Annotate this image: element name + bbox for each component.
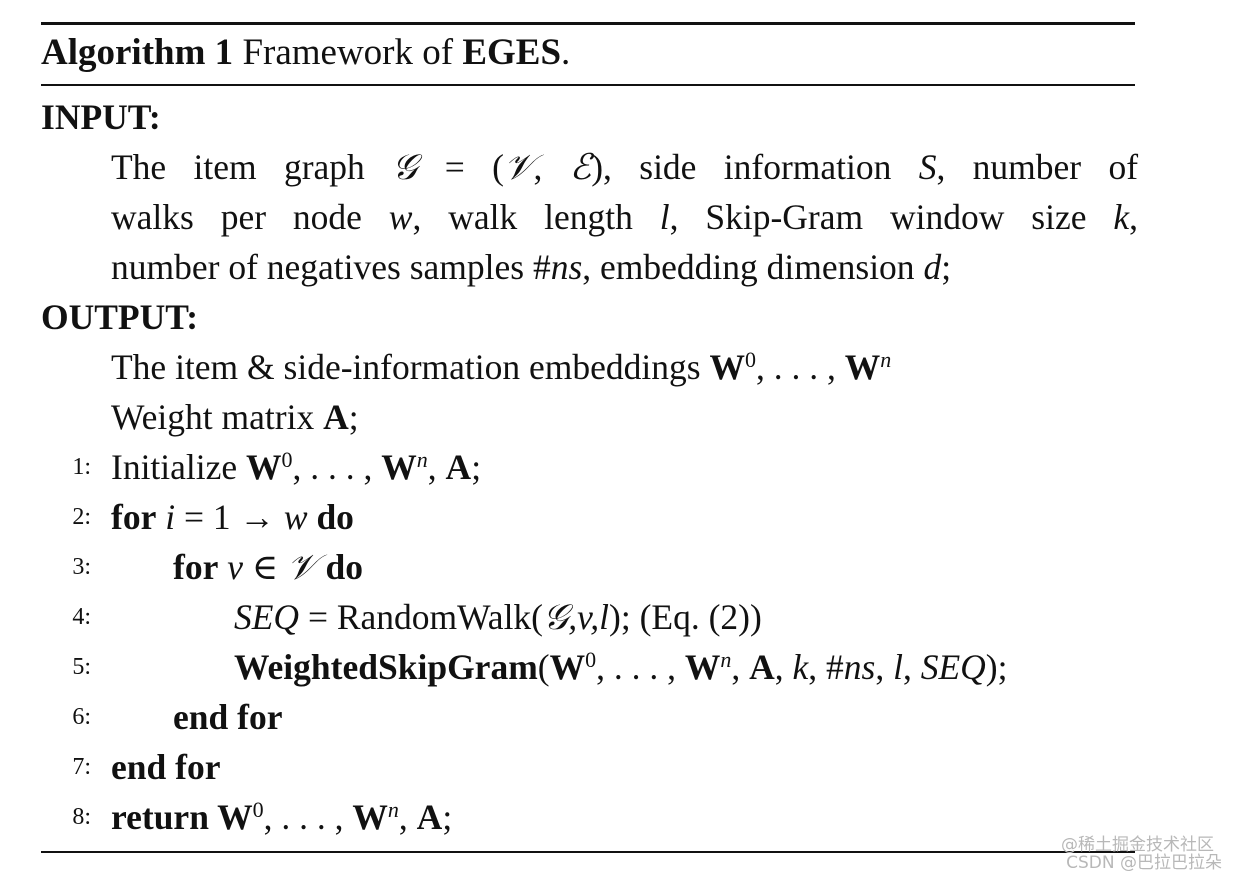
step-number: 6:	[72, 704, 91, 730]
top-rule	[41, 22, 1135, 25]
graph-symbol: 𝒢	[392, 147, 418, 188]
algorithm-title-end: .	[561, 32, 571, 73]
step-number: 2:	[72, 504, 91, 530]
vertex-set-symbol: 𝒱	[503, 147, 534, 188]
step-number: 4:	[72, 604, 91, 630]
title-rule	[41, 84, 1135, 86]
algorithm-name: EGES	[462, 32, 562, 73]
input-line-2: walks per node w, walk length l, Skip-Gr…	[111, 197, 1138, 237]
output-line-2: Weight matrix A;	[111, 397, 359, 437]
bottom-rule	[41, 851, 1135, 853]
step-number: 1:	[72, 454, 91, 480]
side-info-symbol: S	[918, 147, 937, 187]
edge-set-symbol: ℰ	[569, 147, 592, 188]
step-number: 5:	[72, 654, 91, 680]
input-line-1: The item graph 𝒢 = (𝒱, ℰ), side informat…	[111, 147, 1139, 188]
algorithm-title: Algorithm 1 Framework of EGES.	[41, 26, 570, 80]
input-header: INPUT:	[41, 97, 161, 137]
step-number: 3:	[72, 554, 91, 580]
step-number: 7:	[72, 754, 91, 780]
input-line-3: number of negatives samples #ns, embeddi…	[111, 247, 952, 287]
watermark-line-2: CSDN @巴拉巴拉朵	[1066, 853, 1222, 873]
watermark-line-1: @稀土掘金技术社区	[1061, 835, 1214, 855]
algorithm-label: Algorithm 1	[41, 32, 234, 73]
output-line-1: The item & side-information embeddings W…	[111, 346, 892, 387]
output-header: OUTPUT:	[41, 297, 199, 337]
step-number: 8:	[72, 804, 91, 830]
weighted-skipgram-call: WeightedSkipGram	[234, 647, 538, 687]
algorithm-title-prefix: Framework of	[242, 32, 454, 73]
